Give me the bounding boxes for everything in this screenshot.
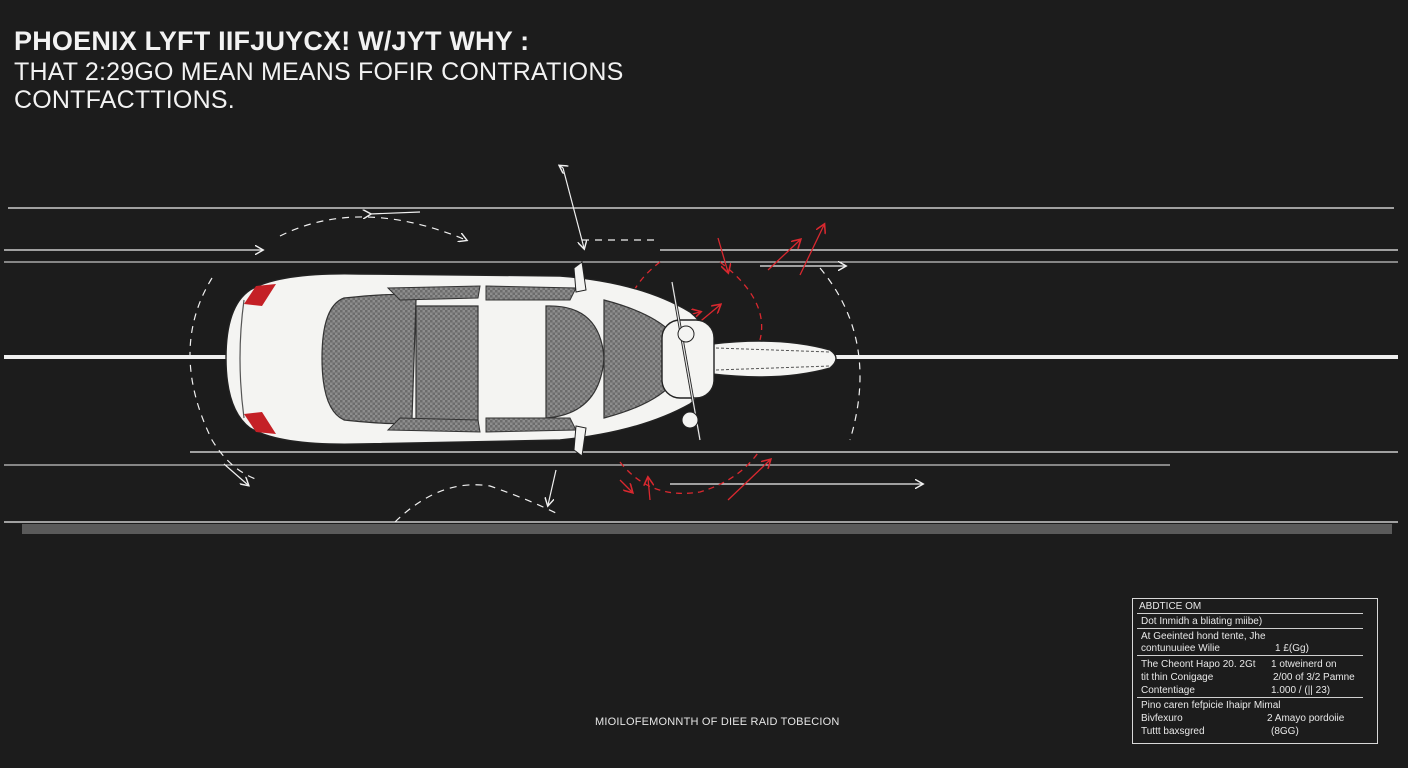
- diagram-caption: MIOILOFEMONNTH OF DIEE RAID TOBECION: [595, 716, 840, 728]
- legend-row-text: Pino caren fefpicie Ihaipr Mimal: [1141, 700, 1281, 711]
- legend-row-value: 2 Amayo pordoiie: [1267, 713, 1345, 724]
- trajectory-arrows: [223, 166, 922, 505]
- legend-row-text: tit thin Conigage: [1141, 672, 1214, 683]
- legend-row-text: At Geeinted hond tente, Jhe: [1141, 631, 1266, 642]
- legend-box: ABDTICE OM Dot Inmidh a bliating miibe) …: [1132, 598, 1378, 744]
- legend-row-text: Bivfexuro: [1141, 713, 1183, 724]
- legend-row-value: 1 otweinerd on: [1271, 659, 1337, 670]
- legend-title: ABDTICE OM: [1139, 601, 1202, 612]
- legend-row-text: Tuttt baxsgred: [1141, 726, 1205, 737]
- road-curb: [22, 524, 1392, 534]
- headline-line-3: CONTFACTTIONS.: [14, 86, 235, 114]
- legend-row-text: contunuuiee Wilie: [1141, 643, 1220, 654]
- legend-row-text: Dot Inmidh a bliating miibe): [1141, 616, 1263, 627]
- headline-line-1: PHOENIX LYFT IIFJUYCX! W/JYT WHY :: [14, 26, 530, 56]
- legend-row-value: 1 £(Gg): [1275, 643, 1309, 654]
- legend-row-value: (8GG): [1271, 726, 1299, 737]
- car-top-view: [225, 261, 713, 457]
- legend-divider: [1137, 697, 1363, 698]
- legend-divider: [1137, 655, 1363, 656]
- trajectory-lines: [189, 212, 861, 523]
- legend-row-value: 2/00 of 3/2 Pamne: [1273, 672, 1355, 683]
- legend-divider: [1137, 613, 1363, 614]
- headline-line-2: THAT 2:29GO MEAN MEANS FOFIR CONTRATIONS: [14, 58, 624, 86]
- legend-row-text: The Cheont Hapo 20. 2Gt: [1141, 659, 1256, 670]
- legend-row-text: Contentiage: [1141, 685, 1195, 696]
- legend-row-value: 1.000 / (|| 23): [1271, 685, 1331, 696]
- road-lines: [4, 207, 1398, 523]
- legend-divider: [1137, 628, 1363, 629]
- motorcycle-top-view: [661, 281, 837, 441]
